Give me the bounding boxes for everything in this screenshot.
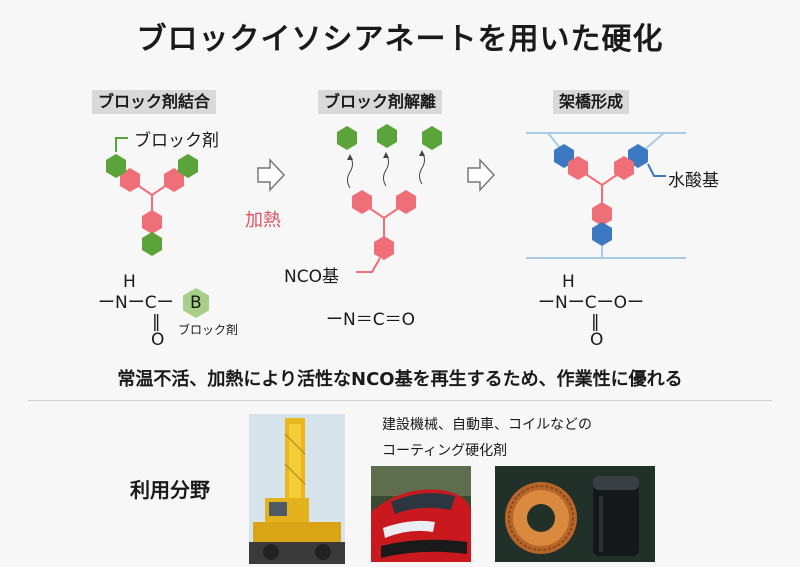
blocking-agent-label: ブロック剤 — [134, 131, 219, 151]
blocking-agent-hexagon — [422, 126, 442, 150]
nco-group-label: NCO基 — [284, 267, 339, 287]
nco-hexagon — [614, 156, 634, 180]
usage-label: 利用分野 — [130, 478, 210, 502]
crosslinked-molecule — [526, 132, 686, 259]
blocking-agent-hexagon — [377, 124, 397, 148]
construction-machine-photo — [249, 414, 345, 564]
blocked-molecule — [106, 137, 198, 256]
heat-label: 加熱 — [245, 210, 281, 231]
nco-hexagon — [352, 190, 372, 214]
formula-blocking-agent-note: ブロック剤 — [178, 323, 239, 337]
nco-hexagon — [568, 156, 588, 180]
hydroxyl-group-label: 水酸基 — [668, 171, 719, 191]
formula-urethane-o: O — [590, 330, 604, 350]
blocking-agent-b-hexagon — [183, 288, 209, 318]
formula-blocked-b: B — [190, 293, 202, 313]
forward-arrow — [257, 158, 286, 192]
formula-blocked-chain: ーNーCー — [98, 293, 174, 313]
nco-hexagon — [142, 210, 162, 234]
nco-hexagon — [120, 168, 140, 192]
divider — [28, 400, 772, 401]
car-photo — [371, 466, 471, 562]
hydroxyl-hexagon — [592, 222, 612, 246]
blocking-agent-hexagon — [337, 126, 357, 150]
formula-blocked-h: H — [123, 272, 136, 292]
coil-photo — [495, 466, 655, 562]
formula-urethane-double-bond: ‖ — [591, 312, 600, 332]
formula-urethane-chain: ーNーCーOー — [538, 293, 644, 313]
nco-hexagon — [164, 168, 184, 192]
nco-hexagon — [374, 236, 394, 260]
stage-label-crosslink: 架橋形成 — [553, 90, 630, 114]
usage-description-line1: 建設機械、自動車、コイルなどの — [382, 417, 592, 433]
blocking-agent-hexagon — [106, 154, 126, 178]
usage-description: 建設機械、自動車、コイルなどの コーティング硬化剤 — [382, 412, 592, 464]
dissociated-molecule — [337, 124, 442, 273]
blocking-agent-hexagon — [178, 154, 198, 178]
formula-urethane-h: H — [562, 272, 575, 292]
nco-hexagon — [592, 202, 612, 226]
formula-isocyanate: ーN＝C＝O — [326, 310, 415, 330]
formula-blocked-double-bond: ‖ — [152, 312, 161, 332]
usage-description-line2: コーティング硬化剤 — [382, 443, 508, 459]
summary-text: 常温不活、加熱により活性なNCO基を再生するため、作業性に優れる — [117, 369, 683, 390]
stage-label-blocking: ブロック剤結合 — [92, 90, 217, 114]
formula-blocked-o: O — [151, 330, 165, 350]
forward-arrow — [467, 158, 496, 192]
stage-label-dissociation: ブロック剤解離 — [318, 90, 443, 114]
blocking-agent-hexagon — [142, 232, 162, 256]
nco-hexagon — [396, 190, 416, 214]
page-title: ブロックイソシアネートを用いた硬化 — [136, 22, 664, 57]
